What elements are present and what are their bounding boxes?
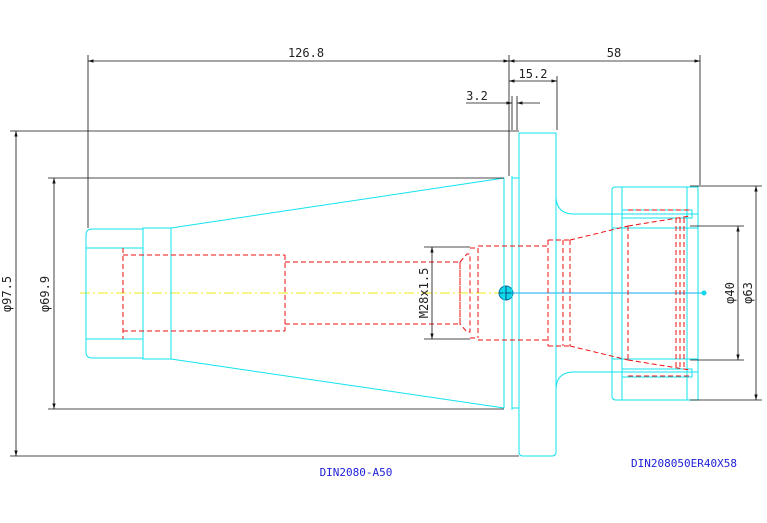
dim-15-2: 15.2 (519, 67, 548, 81)
center-line (80, 285, 707, 301)
dim-phi-63: φ63 (741, 282, 755, 304)
dim-58: 58 (607, 46, 621, 60)
label-left-part: DIN2080-A50 (320, 466, 393, 479)
dim-phi-40: φ40 (723, 282, 737, 304)
taper-shank-outline (85, 132, 699, 457)
dim-126-8: 126.8 (288, 46, 324, 60)
dim-phi-97-5: φ97.5 (0, 276, 14, 312)
dim-phi-69-9: φ69.9 (38, 276, 52, 312)
dim-thread: M28x1.5 (417, 268, 431, 319)
dim-3-2: 3.2 (466, 89, 488, 103)
label-right-part: DIN208050ER40X58 (631, 457, 737, 470)
dimension-lines (10, 55, 762, 457)
